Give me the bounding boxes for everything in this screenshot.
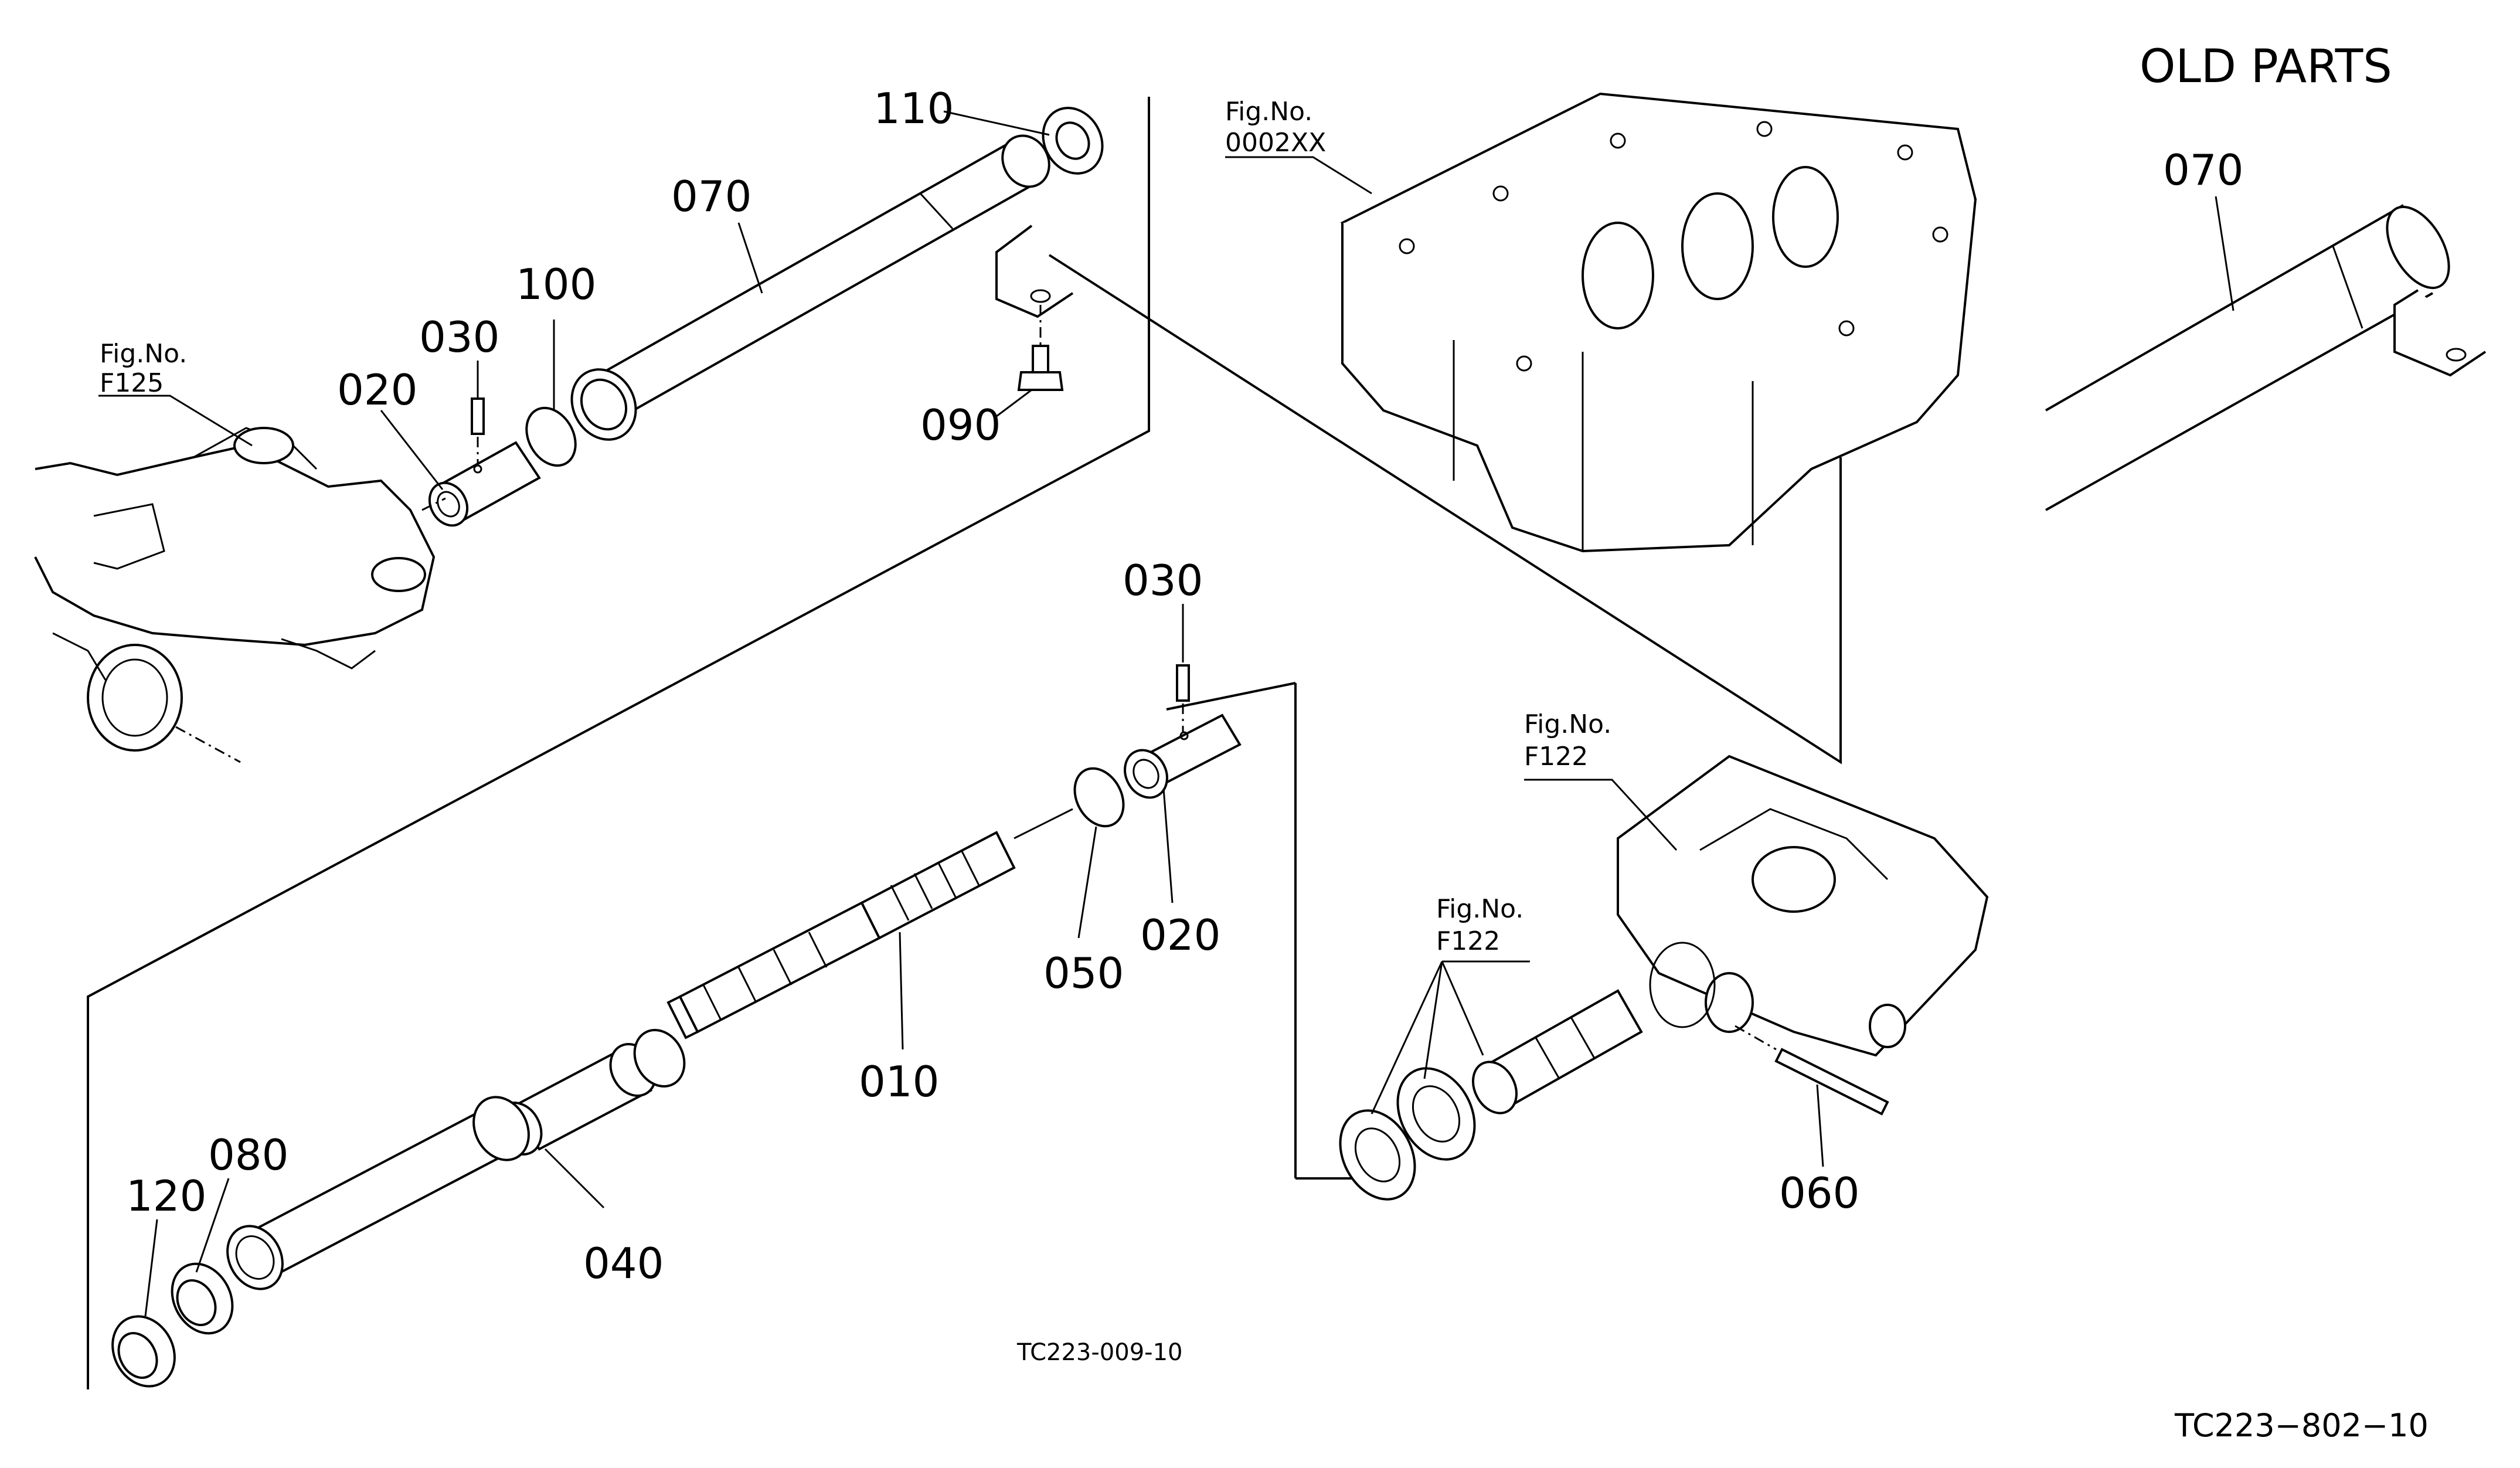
callout-030-upper: 030 xyxy=(419,312,499,362)
callout-090: 090 xyxy=(920,400,1001,450)
callout-010: 010 xyxy=(859,1057,939,1106)
old-tube-070 xyxy=(2045,204,2487,511)
shaft-010 xyxy=(666,808,1073,1039)
fig-ref-f125-line1: Fig.No. xyxy=(100,339,187,369)
housing-f125 xyxy=(34,427,446,763)
fig-ref-f122-lower-line1: Fig.No. xyxy=(1436,894,1523,924)
fig-ref-f122-lower-line2: F122 xyxy=(1436,926,1500,956)
callout-050: 050 xyxy=(1043,949,1124,998)
spline-shaft-f122 xyxy=(1472,989,1643,1114)
callout-100: 100 xyxy=(516,260,596,309)
fig-ref-f125-line2: F125 xyxy=(100,368,164,398)
pin-030-upper xyxy=(471,397,485,466)
callout-080: 080 xyxy=(208,1130,288,1180)
footer-drawing-code: TC223−802−10 xyxy=(2174,1407,2429,1444)
inner-drawing-code: TC223-009-10 xyxy=(1016,1339,1182,1366)
fig-ref-f122-upper-line1: Fig.No. xyxy=(1524,709,1611,739)
bearings-f122 xyxy=(1339,1067,1476,1201)
pin-030-lower xyxy=(1176,664,1190,733)
bushing-020-upper xyxy=(428,441,541,527)
callout-060: 060 xyxy=(1779,1168,1859,1218)
lower-frame-top xyxy=(1166,682,1296,711)
old-parts-title: OLD PARTS xyxy=(2140,40,2392,93)
lower-tube xyxy=(226,1096,530,1290)
frame-line-right xyxy=(1048,254,1842,764)
callout-020-upper: 020 xyxy=(337,365,417,414)
upper-tube-070 xyxy=(570,134,1074,441)
callout-030-lower: 030 xyxy=(1123,556,1203,605)
seal-080 xyxy=(171,1262,234,1335)
bolt-090 xyxy=(1017,305,1064,391)
callout-020-lower: 020 xyxy=(1140,910,1220,960)
leader-lines xyxy=(98,110,2235,1317)
transmission-case-0002xx xyxy=(1340,92,1977,553)
bushing-020-lower xyxy=(1124,713,1242,799)
upper-frame xyxy=(87,97,1150,1389)
fig-ref-0002xx-line1: Fig.No. xyxy=(1225,97,1312,127)
fig-ref-f122-upper-line2: F122 xyxy=(1524,742,1588,772)
callout-120: 120 xyxy=(126,1171,206,1221)
gear-housing-f122 xyxy=(1617,755,1989,1057)
callout-110: 110 xyxy=(873,84,954,133)
pin-060 xyxy=(1735,1025,1889,1116)
o-ring-100 xyxy=(525,406,577,467)
seal-120 xyxy=(111,1315,176,1388)
o-ring-050 xyxy=(1073,767,1125,828)
callout-070: 070 xyxy=(671,172,751,221)
seal-110 xyxy=(1042,107,1104,175)
callout-040: 040 xyxy=(583,1239,664,1288)
callout-070-old: 070 xyxy=(2163,145,2243,195)
fig-ref-0002xx-line2: 0002XX xyxy=(1225,128,1326,158)
